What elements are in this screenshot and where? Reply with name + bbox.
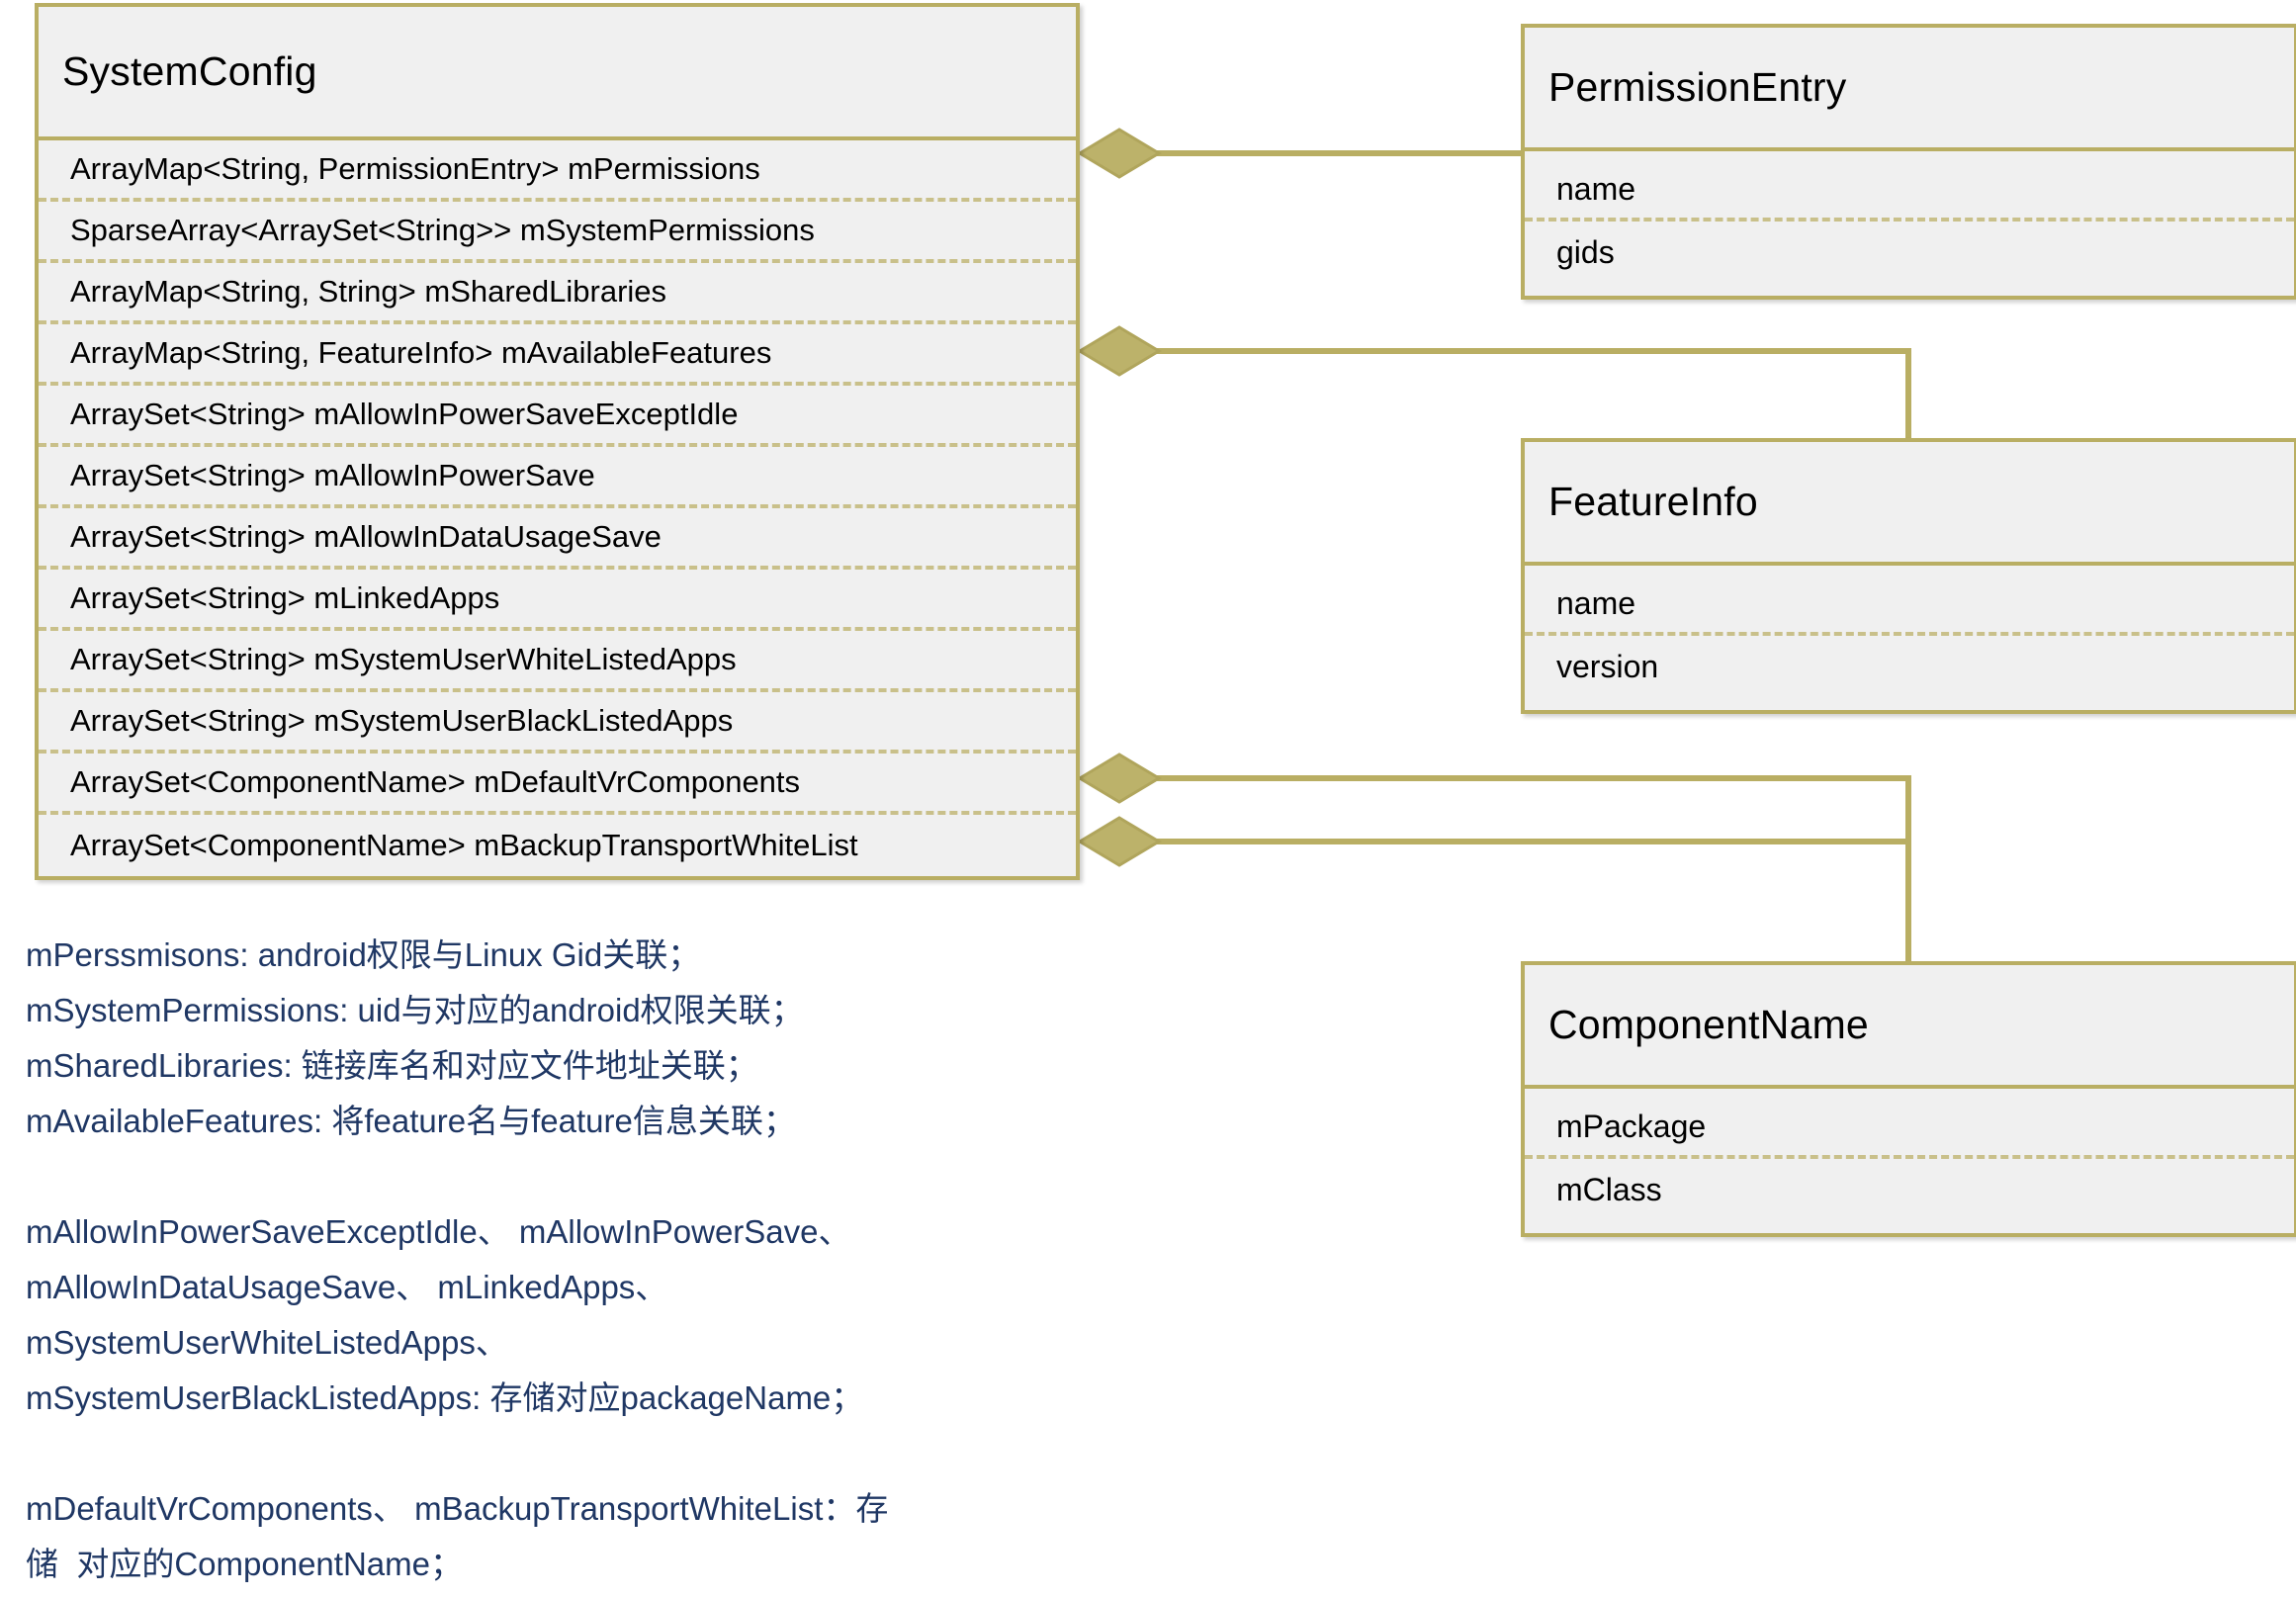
connector-available-features — [1077, 325, 1911, 438]
attribute-row: version — [1556, 648, 1659, 684]
class-header-systemconfig: SystemConfig — [39, 7, 1076, 140]
class-title-systemconfig: SystemConfig — [62, 48, 317, 94]
class-attributes-componentname: mPackage mClass — [1525, 1089, 2294, 1233]
annotation-notes: mPerssmisons: android权限与Linux Gid关联； mSy… — [26, 928, 1133, 1592]
attribute-row: ArraySet<String> mAllowInPowerSaveExcept… — [39, 386, 1076, 447]
attribute-row: SparseArray<ArraySet<String>> mSystemPer… — [39, 202, 1076, 263]
note-line: mSystemUserWhiteListedApps、 — [26, 1324, 508, 1361]
class-header-componentname: ComponentName — [1525, 965, 2294, 1089]
note-line: mSharedLibraries: 链接库名和对应文件地址关联； — [26, 1047, 758, 1084]
class-header-permissionentry: PermissionEntry — [1525, 28, 2294, 151]
note-line: mAvailableFeatures: 将feature名与feature信息关… — [26, 1103, 796, 1139]
class-title-featureinfo: FeatureInfo — [1548, 479, 1758, 524]
attribute-row: name — [1525, 575, 2294, 636]
note-line: 储 对应的ComponentName； — [26, 1546, 463, 1582]
class-title-permissionentry: PermissionEntry — [1548, 64, 1847, 110]
filled-diamond-icon — [1077, 325, 1162, 377]
connector-permissions — [1077, 128, 1521, 179]
attribute-row: ArraySet<String> mSystemUserWhiteListedA… — [39, 631, 1076, 692]
attribute-row: ArraySet<String> mLinkedApps — [39, 570, 1076, 631]
class-box-permissionentry[interactable]: PermissionEntry name gids — [1521, 24, 2296, 300]
note-line: mSystemUserBlackListedApps: 存储对应packageN… — [26, 1379, 864, 1416]
class-box-systemconfig[interactable]: SystemConfig ArrayMap<String, Permission… — [35, 3, 1080, 880]
connector-default-vr-components — [1077, 753, 1911, 961]
attribute-row: ArraySet<String> mAllowInDataUsageSave — [39, 508, 1076, 570]
class-attributes-featureinfo: name version — [1525, 566, 2294, 710]
filled-diamond-icon — [1077, 128, 1162, 179]
note-spacer — [26, 1426, 1133, 1481]
attribute-row: ArrayMap<String, FeatureInfo> mAvailable… — [39, 324, 1076, 386]
class-attributes-systemconfig: ArrayMap<String, PermissionEntry> mPermi… — [39, 140, 1076, 876]
class-box-componentname[interactable]: ComponentName mPackage mClass — [1521, 961, 2296, 1237]
note-line: mAllowInDataUsageSave、 mLinkedApps、 — [26, 1269, 668, 1305]
attribute-row: ArraySet<ComponentName> mDefaultVrCompon… — [39, 754, 1076, 815]
filled-diamond-icon — [1077, 816, 1162, 867]
connector-backup-transport-whitelist — [1077, 816, 1911, 961]
class-title-componentname: ComponentName — [1548, 1002, 1869, 1047]
note-line: mPerssmisons: android权限与Linux Gid关联； — [26, 936, 701, 973]
class-box-featureinfo[interactable]: FeatureInfo name version — [1521, 438, 2296, 714]
class-attributes-permissionentry: name gids — [1525, 151, 2294, 296]
attribute-row: gids — [1556, 233, 1615, 270]
note-line: mAllowInPowerSaveExceptIdle、 mAllowInPow… — [26, 1213, 851, 1250]
filled-diamond-icon — [1077, 753, 1162, 804]
attribute-row: ArrayMap<String, String> mSharedLibrarie… — [39, 263, 1076, 324]
attribute-row: mClass — [1556, 1171, 1662, 1207]
attribute-row: ArraySet<ComponentName> mBackupTransport… — [70, 828, 858, 862]
class-header-featureinfo: FeatureInfo — [1525, 442, 2294, 566]
attribute-row: ArraySet<String> mSystemUserBlackListedA… — [39, 692, 1076, 754]
note-line: mSystemPermissions: uid与对应的android权限关联； — [26, 992, 804, 1028]
attribute-row: mPackage — [1525, 1098, 2294, 1159]
attribute-row: ArrayMap<String, PermissionEntry> mPermi… — [39, 140, 1076, 202]
note-spacer — [26, 1149, 1133, 1204]
attribute-row: ArraySet<String> mAllowInPowerSave — [39, 447, 1076, 508]
note-line: mDefaultVrComponents、 mBackupTransportWh… — [26, 1490, 889, 1527]
attribute-row: name — [1525, 160, 2294, 222]
